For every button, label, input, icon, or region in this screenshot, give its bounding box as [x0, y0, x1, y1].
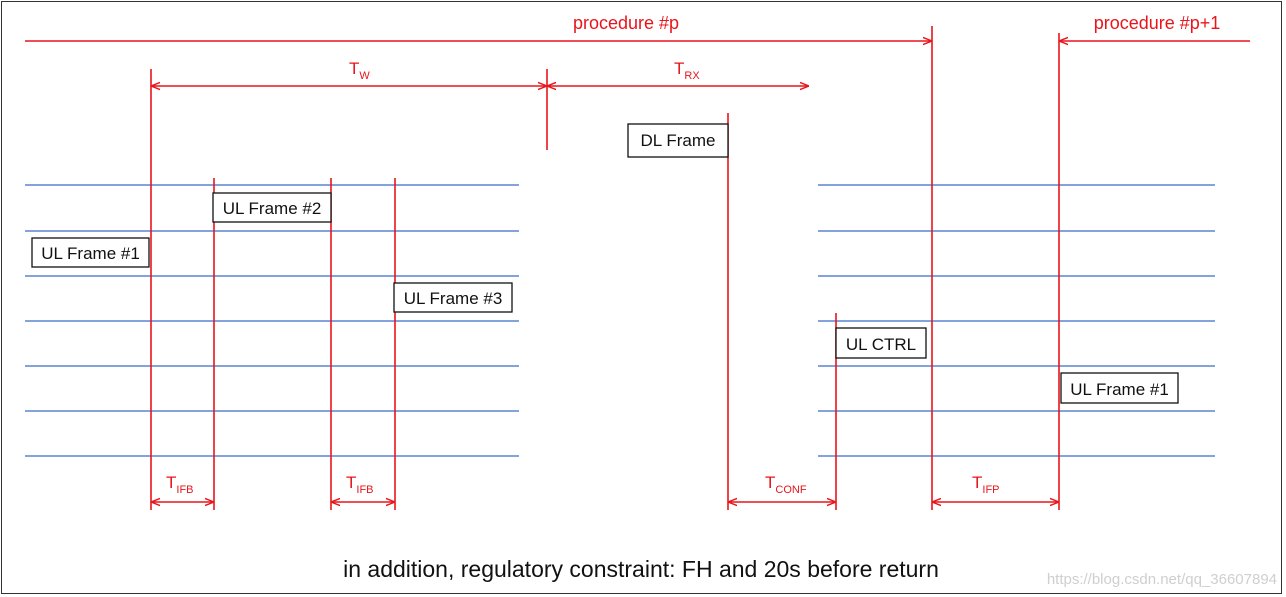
ul-frame-2-label: UL Frame #2 [223, 199, 322, 218]
procedure-p1-label: procedure #p+1 [1094, 13, 1221, 33]
caption-text: in addition, regulatory constraint: FH a… [343, 556, 939, 582]
watermark-text: https://blog.csdn.net/qq_36607894 [1047, 571, 1277, 588]
tifb-2-label: TIFB [346, 473, 374, 496]
ul-frame-1-box: UL Frame #1 [31, 237, 150, 268]
ul-frame-3-box: UL Frame #3 [393, 282, 513, 313]
timing-markers [150, 26, 1060, 510]
dl-frame-box: DL Frame [627, 123, 729, 158]
ul-frame-2-box: UL Frame #2 [212, 192, 332, 223]
tconf-label: TCONF [765, 473, 807, 496]
channel-lines-right [818, 184, 1215, 457]
dl-frame-label: DL Frame [641, 131, 716, 150]
tifp-label: TIFP [972, 473, 1000, 496]
ul-frame-1-label: UL Frame #1 [41, 244, 140, 263]
procedure-p-label: procedure #p [573, 13, 679, 33]
trx-label: TRX [674, 59, 700, 82]
tifb-1-label: TIFB [166, 473, 194, 496]
ul-frame-3-label: UL Frame #3 [404, 289, 503, 308]
channel-lines-left [25, 184, 519, 457]
interval-arrows [25, 41, 1250, 502]
tw-label: TW [349, 59, 370, 82]
ul-ctrl-label: UL CTRL [846, 335, 916, 354]
ul-frame-1-next-label: UL Frame #1 [1070, 380, 1169, 399]
ul-frame-1-next-box: UL Frame #1 [1060, 372, 1179, 404]
ul-ctrl-box: UL CTRL [835, 327, 927, 359]
